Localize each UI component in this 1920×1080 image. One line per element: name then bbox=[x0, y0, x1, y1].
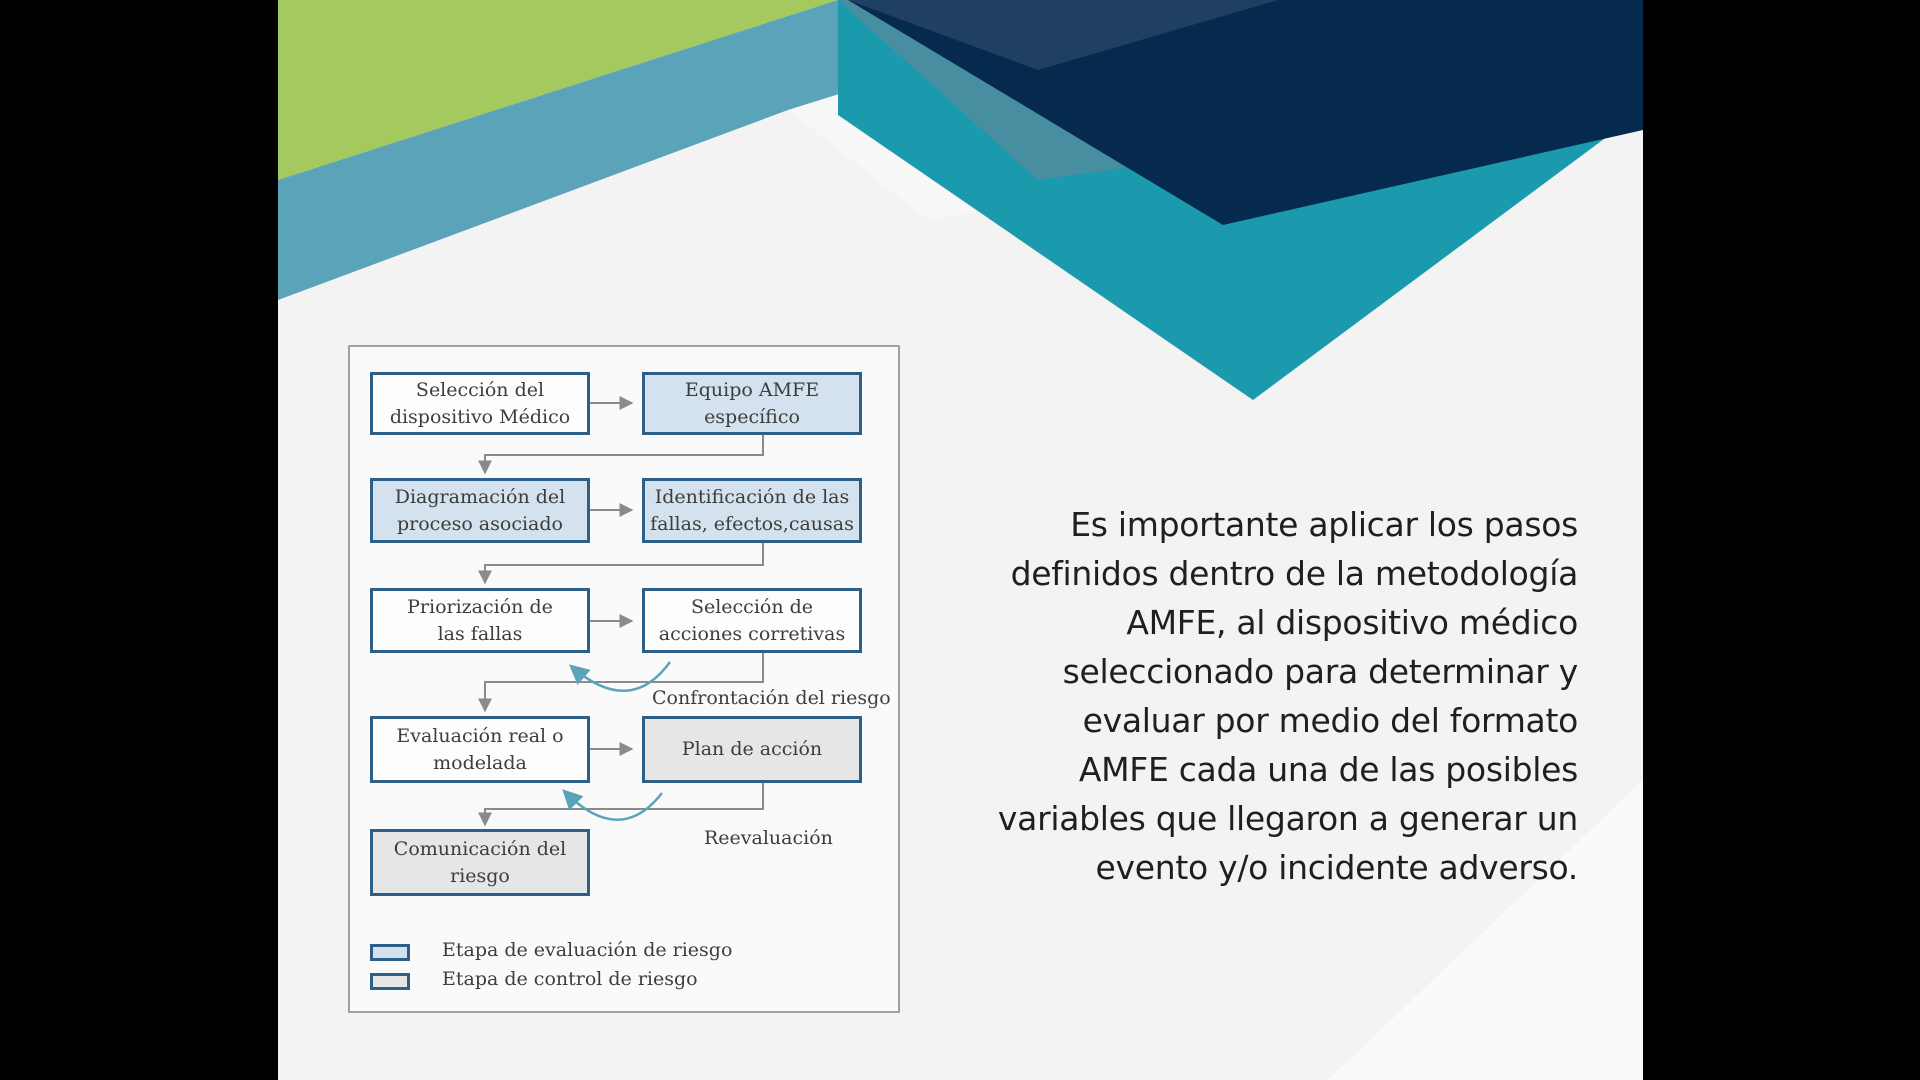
box-equipo-label: Equipo AMFE específico bbox=[684, 378, 820, 428]
box-comunicacion: Comunicación del riesgo bbox=[370, 829, 590, 896]
box-equipo: Equipo AMFE específico bbox=[642, 372, 862, 435]
box-identificacion-label: Identificación de las fallas, efectos,ca… bbox=[650, 485, 854, 535]
body-paragraph: Es importante aplicar los pasos definido… bbox=[997, 505, 1578, 887]
connector-row3-row4 bbox=[478, 653, 764, 713]
box-acciones: Selección de acciones corretivas bbox=[642, 588, 862, 653]
box-evaluacion-label: Evaluación real o modelada bbox=[396, 724, 564, 774]
legend-label-evaluacion: Etapa de evaluación de riesgo bbox=[442, 939, 733, 961]
legend-swatch-evaluacion bbox=[370, 944, 410, 961]
box-seleccion: Selección del dispositivo Médico bbox=[370, 372, 590, 435]
label-reevaluacion: Reevaluación bbox=[704, 827, 833, 849]
decorative-background-shapes bbox=[278, 0, 1643, 1080]
box-diagramacion: Diagramación del proceso asociado bbox=[370, 478, 590, 543]
box-evaluacion: Evaluación real o modelada bbox=[370, 716, 590, 783]
legend-label-control: Etapa de control de riesgo bbox=[442, 968, 698, 990]
legend-swatch-control bbox=[370, 973, 410, 990]
box-identificacion: Identificación de las fallas, efectos,ca… bbox=[642, 478, 862, 543]
lower-light-wedge bbox=[1328, 780, 1643, 1080]
feedback-arrow-reevaluacion bbox=[562, 789, 663, 821]
connector-row2-row3 bbox=[478, 543, 764, 585]
navy-highlight bbox=[848, 0, 1278, 70]
box-priorizacion: Priorización de las fallas bbox=[370, 588, 590, 653]
connector-row1-row2 bbox=[478, 435, 764, 475]
box-seleccion-label: Selección del dispositivo Médico bbox=[389, 378, 571, 428]
box-acciones-label: Selección de acciones corretivas bbox=[658, 595, 846, 645]
label-confrontacion: Confrontación del riesgo bbox=[652, 687, 891, 709]
flowchart-connectors bbox=[478, 396, 764, 827]
box-plan: Plan de acción bbox=[642, 716, 862, 783]
box-comunicacion-label: Comunicación del riesgo bbox=[393, 837, 567, 887]
amfe-flowchart: Selección del dispositivo Médico Equipo … bbox=[348, 345, 900, 1013]
box-plan-label: Plan de acción bbox=[681, 738, 823, 760]
slide: Selección del dispositivo Médico Equipo … bbox=[278, 0, 1643, 1080]
box-priorizacion-label: Priorización de las fallas bbox=[407, 595, 553, 645]
feedback-arrow-confrontacion bbox=[568, 661, 672, 692]
connector-row4-row5 bbox=[478, 783, 764, 827]
box-diagramacion-label: Diagramación del proceso asociado bbox=[394, 485, 566, 535]
